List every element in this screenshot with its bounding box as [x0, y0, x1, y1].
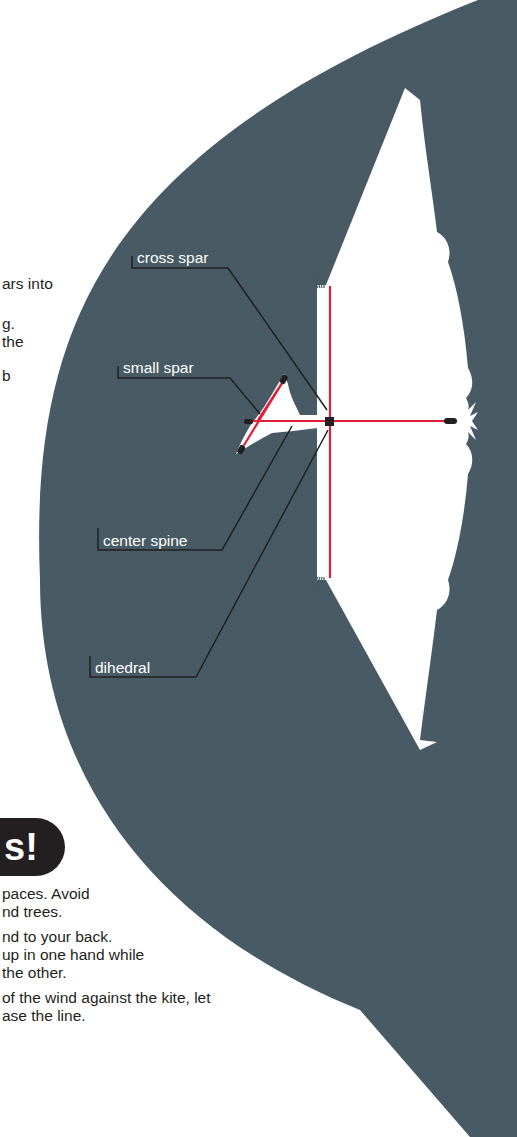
- page-text: nd trees.: [2, 903, 62, 921]
- badge-shape: [0, 818, 65, 876]
- page-text: the: [2, 333, 24, 351]
- kite-wings: [317, 88, 478, 750]
- page-text: ase the line.: [2, 1007, 86, 1025]
- page-text: up in one hand while: [2, 946, 144, 964]
- spar-caps: [236, 374, 457, 455]
- page-text: b: [2, 367, 11, 385]
- part-name: center spine: [103, 532, 187, 550]
- part-name: dihedral: [95, 659, 150, 677]
- page-text: nd to your back.: [2, 928, 112, 946]
- page-text: ars into: [2, 275, 53, 293]
- claws: [310, 270, 324, 595]
- kite-head: [236, 374, 318, 454]
- page-text: of the wind against the kite, let: [2, 989, 211, 1007]
- backdrop-circle: [39, 0, 517, 1137]
- page-text: the other.: [2, 964, 67, 982]
- badge-text: s!: [4, 825, 38, 869]
- part-name: small spar: [123, 359, 194, 377]
- part-name: cross spar: [137, 249, 209, 267]
- page-text: paces. Avoid: [2, 885, 90, 903]
- leader-lines: [90, 256, 328, 677]
- page-text: g.: [2, 315, 15, 333]
